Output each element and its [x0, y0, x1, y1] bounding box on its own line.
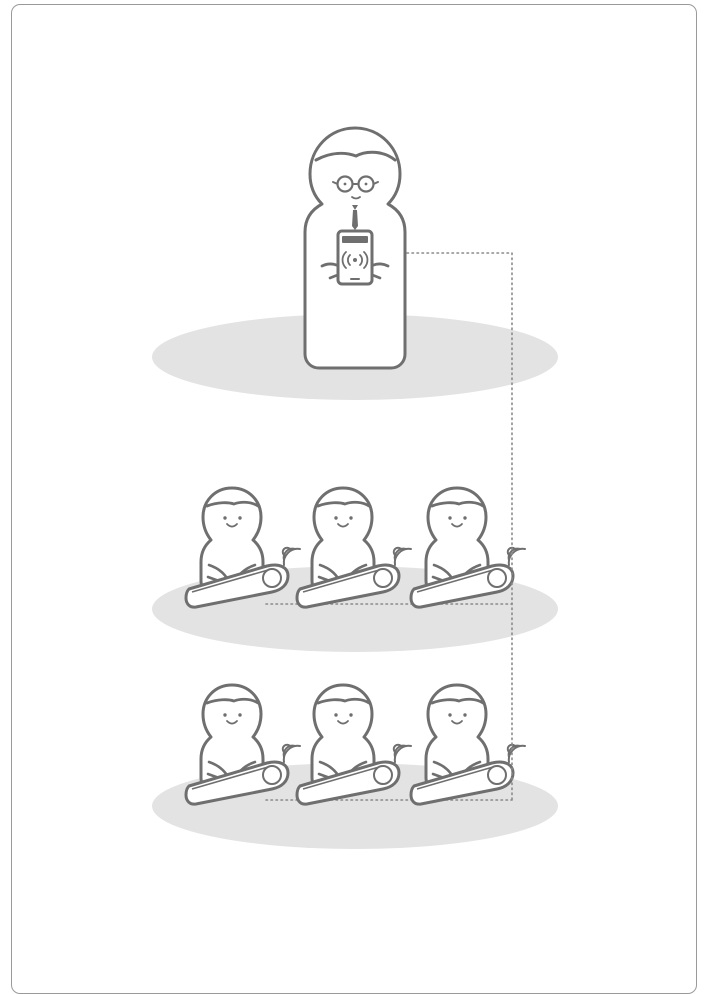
- station-row-1: [152, 488, 558, 652]
- station-row-2: [152, 685, 558, 849]
- classroom-diagram: [0, 0, 707, 974]
- handheld-device: [338, 231, 372, 284]
